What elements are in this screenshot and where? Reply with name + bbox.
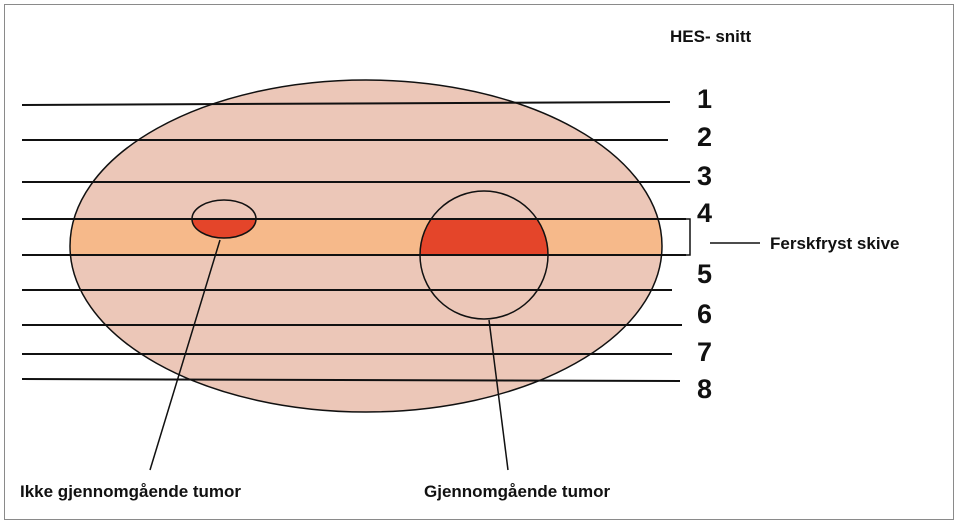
diagram-title: HES- snitt [670, 27, 752, 46]
frozen-slice-label: Ferskfryst skive [770, 234, 899, 253]
section-number-8: 8 [697, 374, 712, 404]
large-tumor-label: Gjennomgående tumor [424, 482, 610, 501]
section-number-3: 3 [697, 161, 712, 191]
tumor-leader-lines [149, 239, 509, 471]
specimen-outline [69, 79, 663, 413]
section-numbers: 1 2 3 4 5 6 7 8 [697, 84, 712, 404]
section-number-4: 4 [697, 198, 712, 228]
section-number-1: 1 [697, 84, 712, 114]
frozen-slice-band [70, 219, 662, 255]
section-lines [21, 101, 690, 382]
large-tumor-fill [420, 219, 548, 255]
section-number-5: 5 [697, 259, 712, 289]
section-number-2: 2 [697, 122, 712, 152]
section-number-6: 6 [697, 299, 712, 329]
section-line-1 [21, 101, 671, 106]
small-tumor-label: Ikke gjennomgående tumor [20, 482, 241, 501]
section-number-7: 7 [697, 337, 712, 367]
section-line-9 [21, 378, 681, 382]
small-tumor-fill [192, 219, 256, 238]
frozen-slice-bracket [670, 218, 760, 256]
small-tumor-leader [149, 239, 221, 471]
large-tumor-leader [488, 319, 509, 471]
